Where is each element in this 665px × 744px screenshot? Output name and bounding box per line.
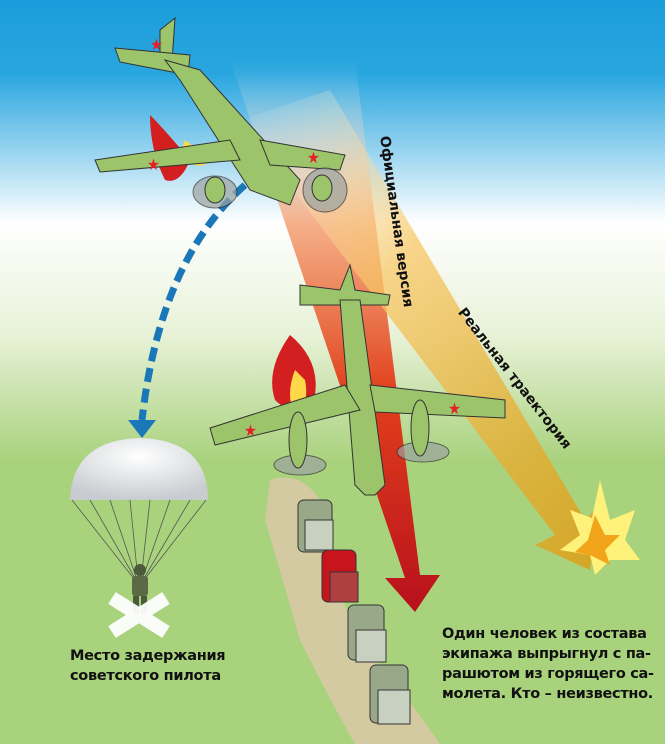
star-icon: ★ [244, 421, 257, 440]
caption-line-4: молета. Кто – неизвестно. [442, 686, 654, 702]
star-icon: ★ [147, 155, 160, 174]
plane-middle: ★ ★ [209, 263, 506, 496]
detention-place-label: Место задержания советского пилота [70, 646, 226, 686]
truck-icon [369, 664, 411, 725]
detention-cross-icon [108, 592, 170, 638]
plane-top: ★ ★ ★ [94, 16, 348, 213]
detention-line-1: Место задержания [70, 648, 226, 664]
caption-line-2: экипажа выпрыгнул с па- [442, 646, 651, 662]
truck-icon [297, 499, 334, 553]
detention-line-2: советского пилота [70, 668, 221, 684]
explosion-core-icon [575, 515, 620, 565]
parachute-lines [71, 499, 207, 581]
caption-line-1: Один человек из состава [442, 626, 647, 642]
arrow-head-icon [128, 420, 156, 438]
caption: Один человек из состава экипажа выпрыгну… [442, 624, 654, 704]
truck-icon [321, 549, 359, 603]
parachute-icon [70, 438, 208, 500]
truck-convoy [297, 499, 411, 725]
star-icon: ★ [307, 148, 320, 167]
truck-icon [347, 604, 387, 663]
star-icon: ★ [150, 35, 163, 54]
star-icon: ★ [448, 399, 461, 418]
caption-line-3: рашютом из горящего са- [442, 666, 654, 682]
